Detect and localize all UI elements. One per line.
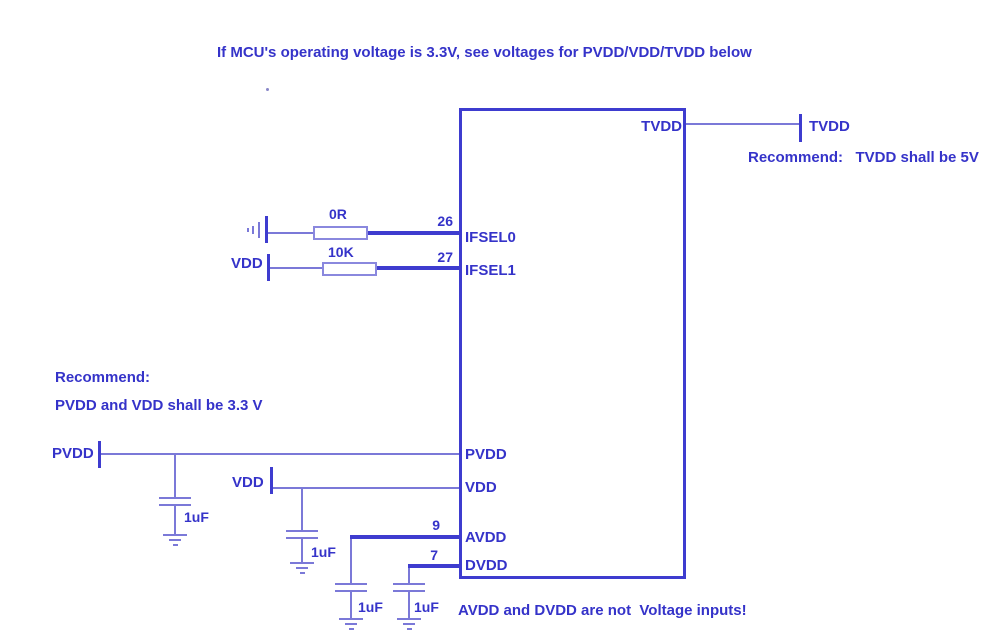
- wire-vdd: [273, 487, 459, 489]
- ground-icon: [339, 618, 365, 632]
- capacitor-vdd-plate-bottom: [286, 537, 318, 539]
- power-port-tick-pvdd: [98, 441, 101, 468]
- resistor-value-ifsel0: 0R: [329, 206, 347, 222]
- ic-pin-label-ifsel1: IFSEL1: [465, 262, 516, 279]
- wire-pvdd-cap-gnd: [174, 506, 176, 534]
- ground-icon: [290, 562, 316, 576]
- wire-dvdd-cap-gnd: [408, 592, 410, 618]
- earth-ground-icon: [246, 216, 268, 244]
- ic-pin-label-ifsel0: IFSEL0: [465, 229, 516, 246]
- note-recommend-tvdd: Recommend: TVDD shall be 5V: [748, 149, 979, 166]
- port-label-vdd-pullup: VDD: [231, 255, 263, 272]
- ic-pin-label-avdd: AVDD: [465, 529, 507, 546]
- wire-vdd-cap: [301, 489, 303, 531]
- power-port-tick-vdd: [270, 467, 273, 494]
- ic-pin-label-vdd: VDD: [465, 479, 497, 496]
- wire-avdd-pin: [350, 535, 459, 539]
- capacitor-value-vdd: 1uF: [311, 544, 336, 560]
- pin-number-26: 26: [437, 213, 453, 229]
- ground-icon: [163, 534, 189, 548]
- wire-vdd-cap-gnd: [301, 539, 303, 562]
- wire-ifsel0-gnd: [268, 232, 313, 234]
- wire-avdd-cap: [350, 539, 352, 584]
- ic-pin-label-dvdd: DVDD: [465, 557, 508, 574]
- schematic-title: If MCU's operating voltage is 3.3V, see …: [217, 44, 752, 61]
- port-label-tvdd: TVDD: [809, 118, 850, 135]
- resistor-ifsel0: [313, 226, 368, 240]
- capacitor-vdd-plate-top: [286, 530, 318, 532]
- port-label-vdd: VDD: [232, 474, 264, 491]
- wire-dvdd-pin: [408, 564, 459, 568]
- resistor-value-ifsel1: 10K: [328, 244, 354, 260]
- note-recommend-left-title: Recommend:: [55, 369, 151, 386]
- power-port-tick-vdd-pullup: [267, 254, 270, 281]
- ic-pin-label-pvdd: PVDD: [465, 446, 507, 463]
- capacitor-value-dvdd: 1uF: [414, 599, 439, 615]
- ground-icon: [397, 618, 423, 632]
- resistor-ifsel1: [322, 262, 377, 276]
- pin-number-7: 7: [430, 547, 438, 563]
- pin-number-27: 27: [437, 249, 453, 265]
- wire-ifsel0-pin: [368, 231, 459, 235]
- wire-pvdd: [101, 453, 459, 455]
- power-port-tick-tvdd: [799, 114, 802, 142]
- capacitor-avdd-plate-bottom: [335, 590, 367, 592]
- note-recommend-left-body: PVDD and VDD shall be 3.3 V: [55, 397, 263, 414]
- pin-number-9: 9: [432, 517, 440, 533]
- capacitor-pvdd-plate-top: [159, 497, 191, 499]
- stray-dot: [266, 88, 269, 91]
- ic-body: [459, 108, 686, 579]
- wire-pvdd-cap: [174, 455, 176, 498]
- wire-tvdd: [686, 123, 799, 125]
- note-bottom-warning: AVDD and DVDD are not Voltage inputs!: [458, 602, 747, 619]
- capacitor-dvdd-plate-bottom: [393, 590, 425, 592]
- port-label-pvdd: PVDD: [52, 445, 94, 462]
- wire-ifsel1-vdd: [270, 267, 322, 269]
- wire-dvdd-cap: [408, 568, 410, 584]
- capacitor-avdd-plate-top: [335, 583, 367, 585]
- wire-avdd-cap-gnd: [350, 592, 352, 618]
- capacitor-pvdd-plate-bottom: [159, 504, 191, 506]
- capacitor-dvdd-plate-top: [393, 583, 425, 585]
- ic-pin-label-tvdd: TVDD: [641, 118, 682, 135]
- capacitor-value-pvdd: 1uF: [184, 509, 209, 525]
- capacitor-value-avdd: 1uF: [358, 599, 383, 615]
- wire-ifsel1-pin: [377, 266, 459, 270]
